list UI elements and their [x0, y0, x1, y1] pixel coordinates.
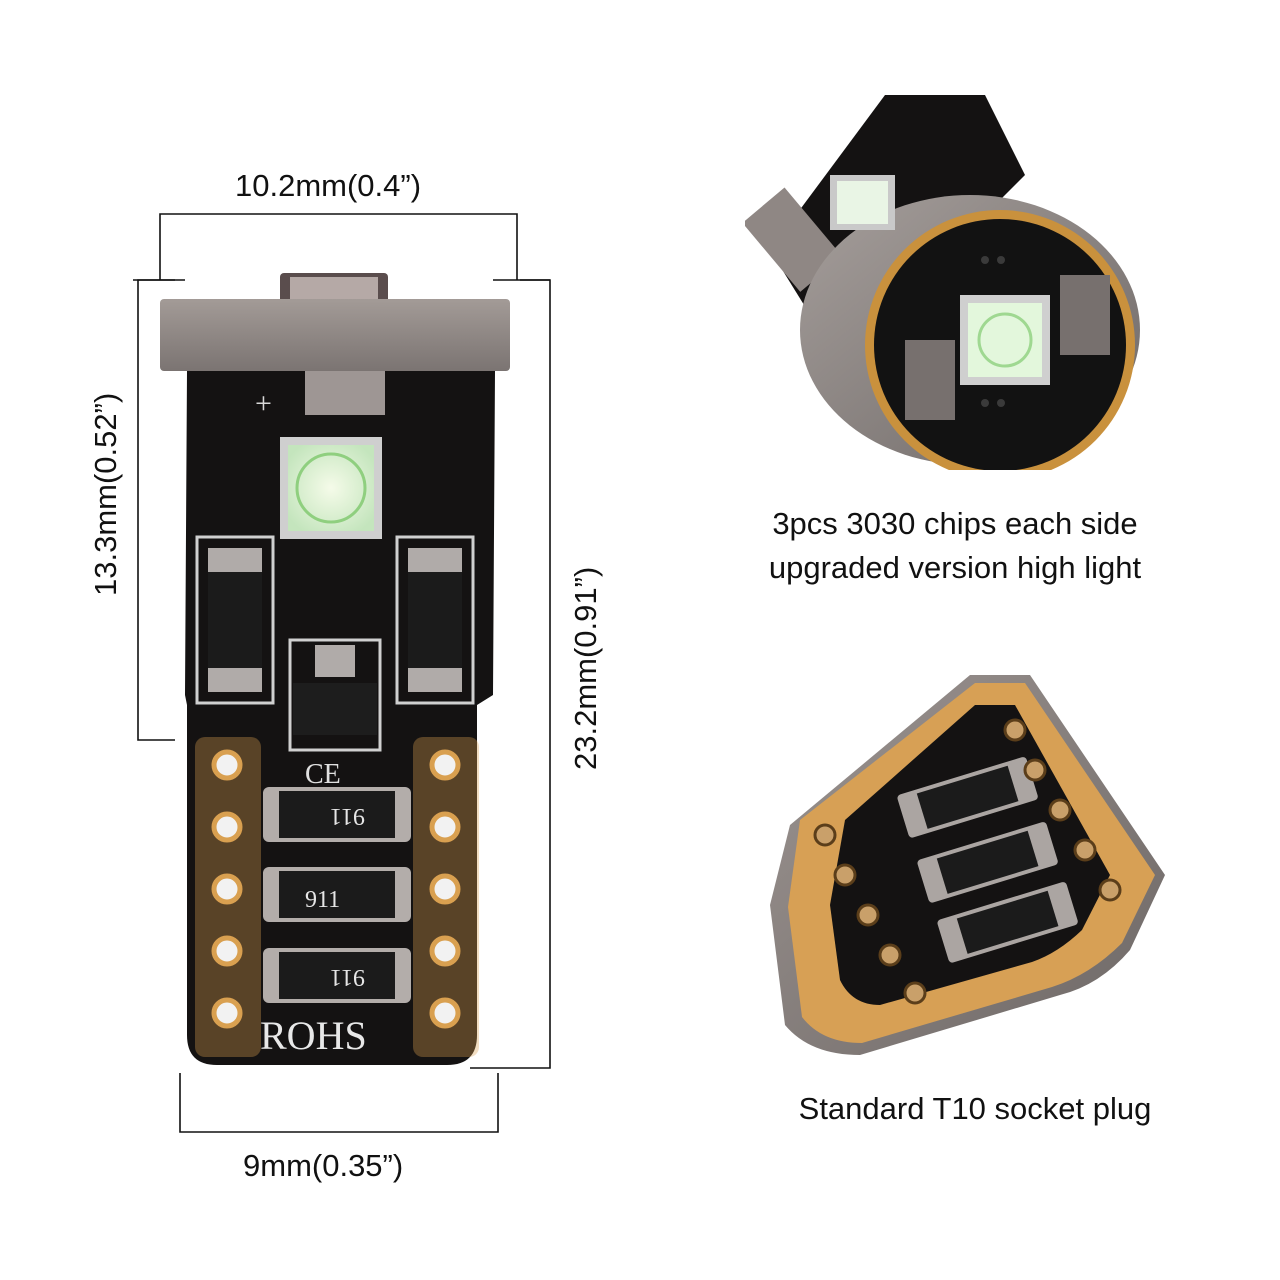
bulb-socket-plug-photo [770, 675, 1165, 1055]
svg-text:ROHS: ROHS [260, 1013, 367, 1058]
top-width-dimension: 10.2mm(0.4”) [235, 168, 422, 203]
svg-text:911: 911 [305, 887, 340, 913]
svg-text:911: 911 [330, 803, 365, 829]
caption-chips-line1: 3pcs 3030 chips each side [772, 506, 1138, 541]
t10-led-bulb-front-view: + CE 911 911 911 ROHS [160, 273, 510, 1065]
bulb-end-view-photo [745, 95, 1140, 470]
svg-text:911: 911 [330, 964, 365, 990]
caption-socket: Standard T10 socket plug [798, 1091, 1152, 1126]
caption-chips-line2: upgraded version high light [768, 550, 1142, 585]
caption-chips: 3pcs 3030 chips each side upgraded versi… [700, 502, 1210, 590]
bottom-width-dimension: 9mm(0.35”) [243, 1148, 404, 1183]
svg-text:CE: CE [305, 759, 341, 790]
svg-text:+: + [255, 387, 272, 420]
